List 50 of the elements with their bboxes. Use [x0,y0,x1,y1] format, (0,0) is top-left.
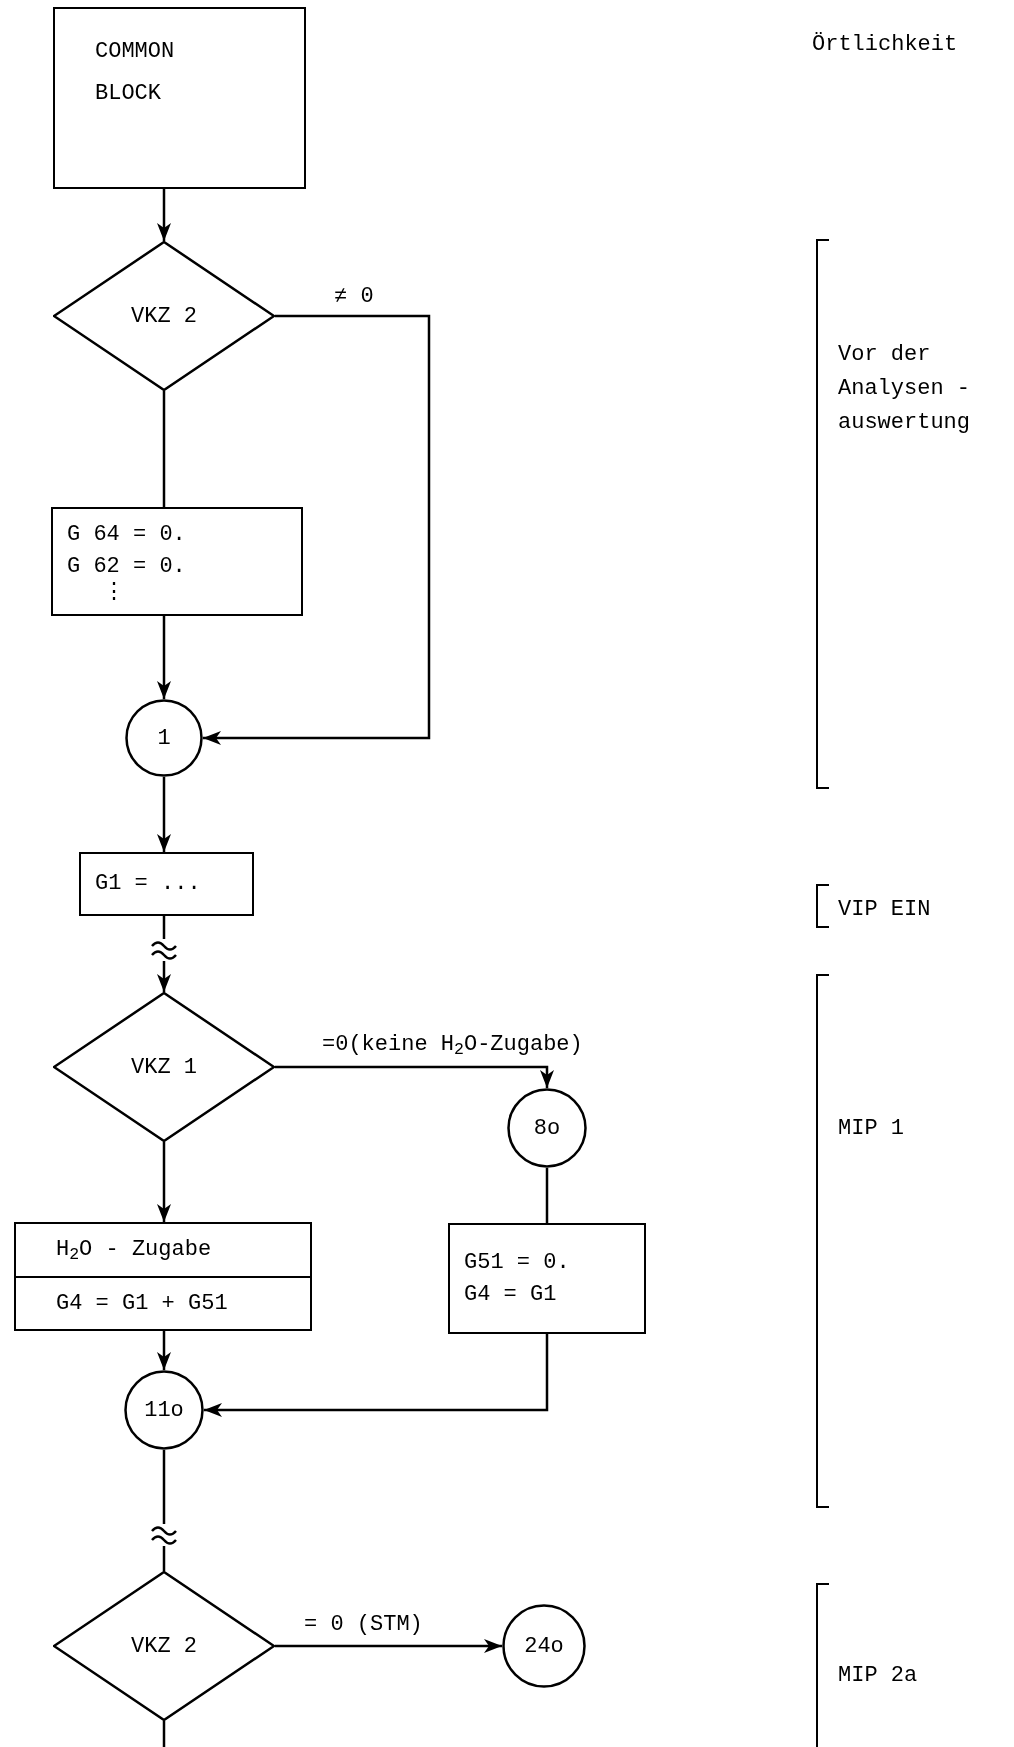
process-box [448,1223,646,1334]
connector-circle [502,1604,586,1688]
node-label: 24o [524,1632,564,1661]
node-label: 1 [157,724,171,753]
node-label: G 62 = 0. [67,552,186,581]
node-label: VKZ 2 [131,1632,197,1661]
section-label: VIP EIN [838,896,931,924]
edge-label: = 0 (STM) [304,1612,423,1637]
process-box [79,852,254,916]
connector-line [162,391,166,507]
arrow [275,1065,554,1088]
arrow [157,189,171,241]
process-box [51,507,303,616]
node-label: 11o [144,1396,184,1425]
decision-diamond [53,1571,275,1721]
connector-circle [125,699,203,777]
node-label: 8o [533,1114,561,1143]
node-label: G 64 = 0. [67,520,186,549]
arrow [157,777,171,852]
decision-diamond [53,992,275,1142]
section-label: MIP 2a [838,1662,918,1690]
node-label: VKZ 2 [131,302,197,331]
node-label: ⋮ [102,582,125,605]
node-label: COMMON BLOCK [95,38,176,108]
edge-label: =0(keine H$_{2}$O-Zugabe) [322,1032,583,1057]
node-label: VKZ 1 [131,1053,197,1082]
section-label: Vor der Analysen - auswertung [838,341,972,438]
connector-line [162,1721,166,1747]
arrow [157,616,171,699]
connector-line [545,1168,549,1223]
node-label: H$_{2}$O - Zugabe [56,1236,212,1267]
node-label: G4 = G1 [464,1280,557,1309]
arrow [157,916,171,992]
edge-label: ≠ 0 [334,284,374,309]
node-label: G1 = ... [95,870,201,899]
arrow [275,1639,502,1653]
node-label: G4 = G1 + G51 [56,1289,228,1318]
connector-circle [124,1370,204,1450]
arrow [204,1334,549,1417]
arrow [157,1142,171,1222]
arrow [157,1331,171,1370]
column-heading: Örtlichkeit [812,31,958,59]
process-box [14,1222,312,1331]
connector-line [162,1450,166,1571]
process-box [53,7,306,189]
node-label: G51 = 0. [464,1248,570,1277]
decision-diamond [53,241,275,391]
arrow [203,314,431,745]
section-label: MIP 1 [838,1115,904,1143]
connector-circle [507,1088,587,1168]
